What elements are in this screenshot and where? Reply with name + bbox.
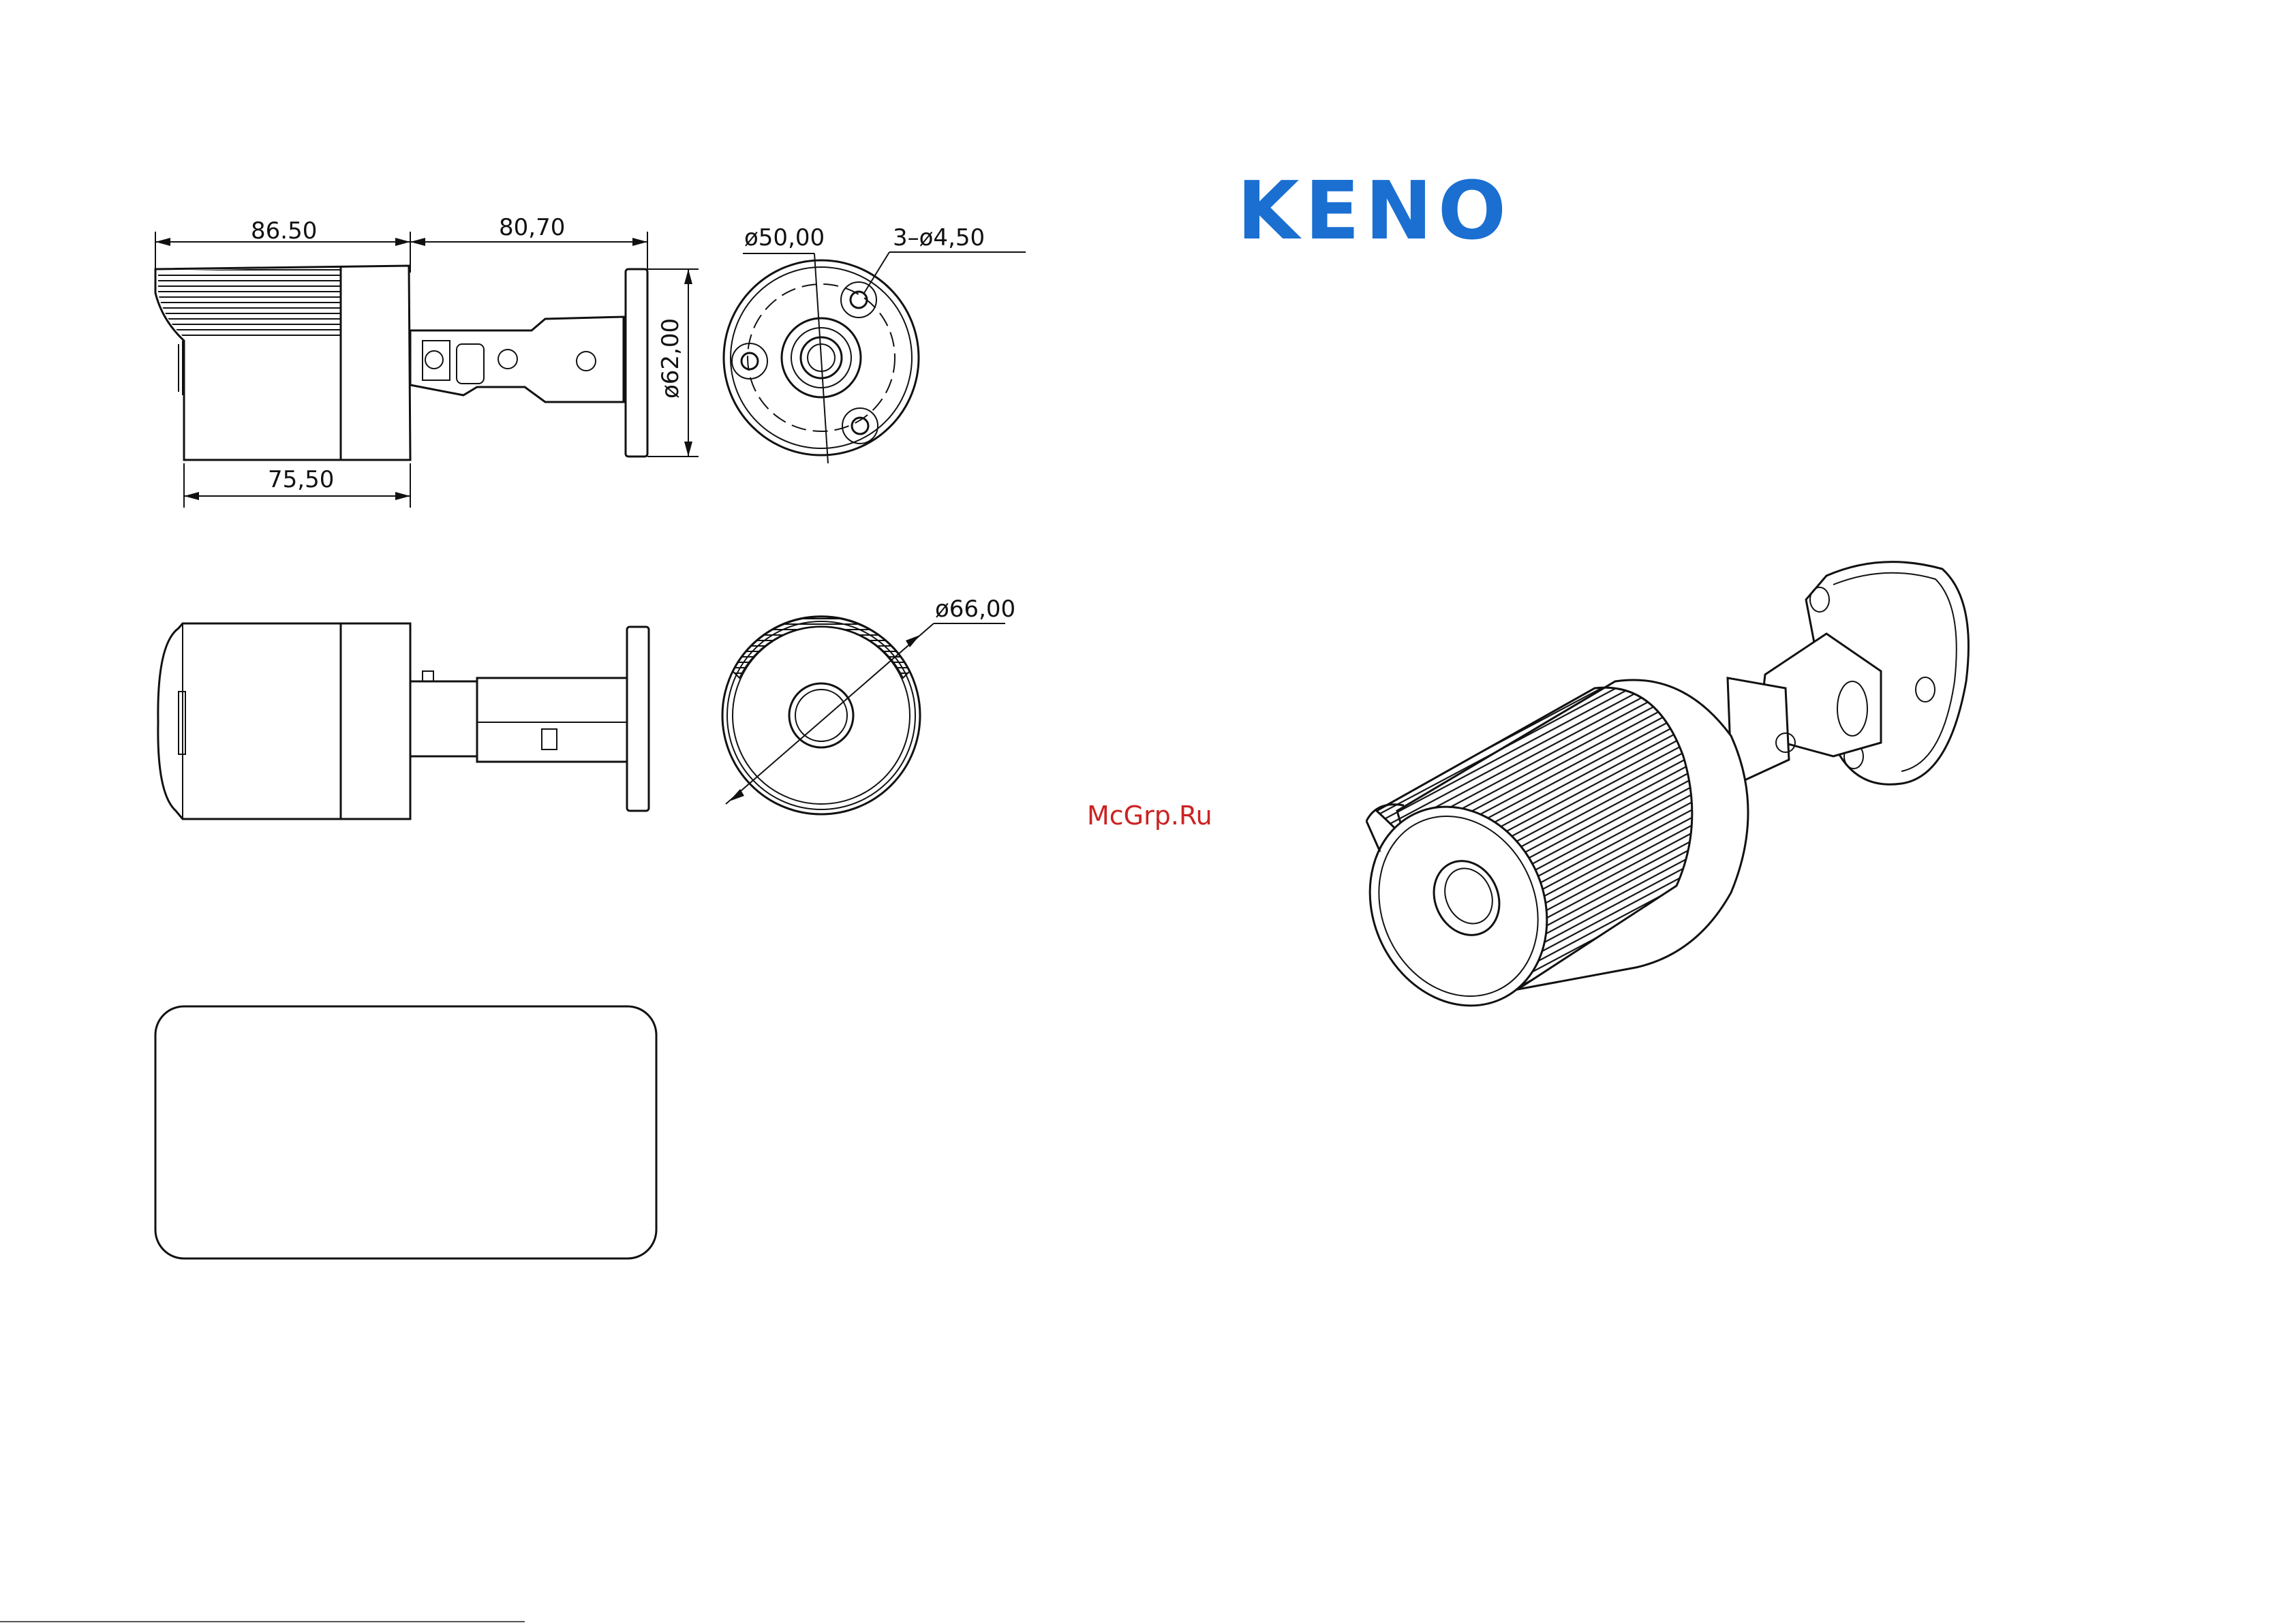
dim-bracket-length: 80,70 xyxy=(499,214,565,241)
dim-base-height: ø62,00 xyxy=(657,318,684,399)
dim-mount-circle: ø50,00 xyxy=(744,224,825,251)
label-box xyxy=(155,1006,656,1258)
front-view: ø66,00 xyxy=(722,596,1015,814)
dim-bottom-length: 75,50 xyxy=(268,466,334,493)
camera-isometric xyxy=(1338,562,1968,1035)
watermark-text: McGrp.Ru xyxy=(1087,801,1212,831)
side-view-bottom xyxy=(158,623,649,819)
side-view-top: ø62,00 86.50 80,70 75,50 xyxy=(155,214,699,508)
mount-plate-view: ø50,00 3–ø4,50 xyxy=(724,224,1026,463)
dim-front-diameter: ø66,00 xyxy=(935,596,1015,623)
dim-mount-holes: 3–ø4,50 xyxy=(893,224,985,251)
dim-body-length: 86.50 xyxy=(251,217,317,245)
keno-logo: KENO xyxy=(1237,164,1512,258)
logo-text: KENO xyxy=(1237,164,1512,258)
